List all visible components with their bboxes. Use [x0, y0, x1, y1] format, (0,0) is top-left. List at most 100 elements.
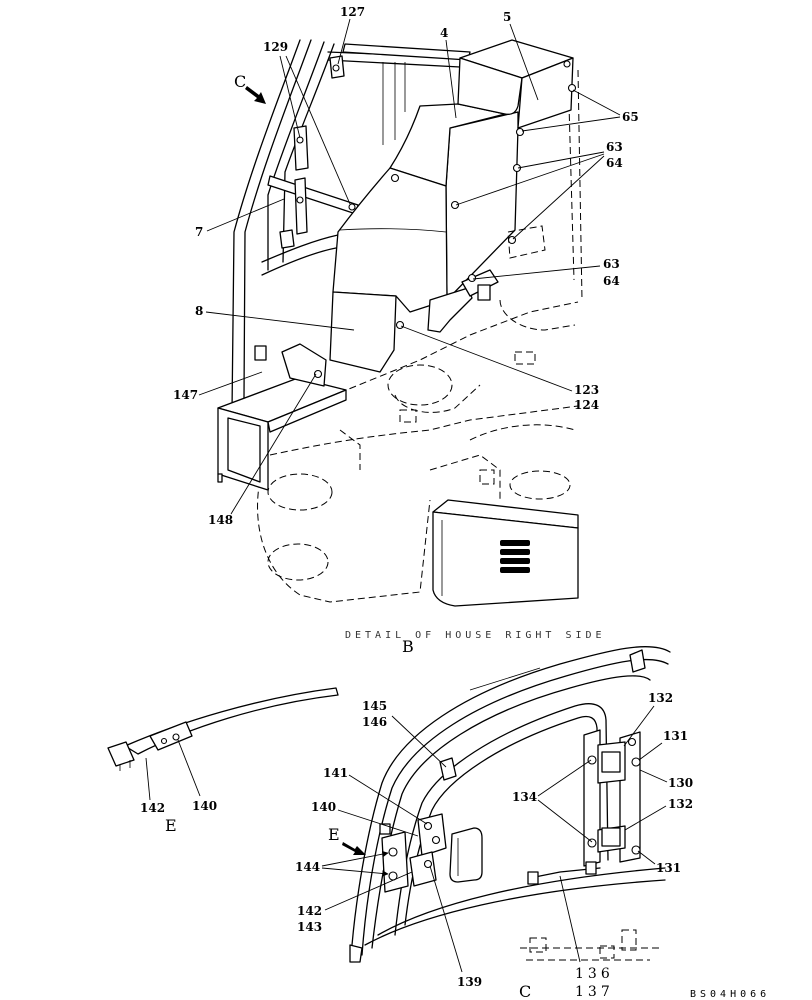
callout-63-upper: 63	[606, 140, 623, 154]
detail-e-assembly: 142 140 E	[107, 687, 339, 835]
duct-lower-block	[477, 284, 491, 301]
upper-leader-lines	[198, 18, 621, 515]
view-b-label: B	[402, 637, 414, 656]
bolt	[296, 196, 304, 204]
small-bracket	[254, 345, 267, 361]
upper-callouts: 127 129 4 5 C 65 63 64 7 63 64 8 147 123…	[173, 5, 639, 527]
bolt	[348, 203, 356, 211]
lower-leader-lines	[321, 705, 668, 973]
duct-upper-front-face	[389, 103, 506, 187]
roof-bar	[342, 43, 471, 61]
stay-bracket	[293, 125, 309, 171]
leader-139	[429, 865, 463, 973]
duct-cover-box	[457, 39, 574, 129]
stay-bracket	[294, 177, 308, 235]
leader-4	[445, 39, 457, 119]
callout-145: 145	[362, 699, 387, 713]
callout-123: 123	[574, 383, 599, 397]
window-sill	[261, 247, 337, 276]
callout-132-top: 132	[648, 691, 673, 705]
bolt	[467, 273, 477, 283]
bolt	[160, 737, 168, 745]
leader-127	[337, 18, 351, 65]
callout-131-bottom: 131	[656, 861, 681, 875]
leader-132-mid	[624, 805, 667, 831]
strip-bracket	[149, 721, 193, 751]
bolt	[431, 835, 441, 845]
vent-slot	[500, 540, 530, 546]
callout-5: 5	[503, 10, 511, 24]
leader-5	[509, 23, 539, 101]
callout-130: 130	[668, 776, 693, 790]
leader-7	[206, 198, 285, 232]
hidden-edge	[499, 299, 576, 331]
callout-64-lower: 64	[603, 274, 620, 288]
bolt	[512, 163, 522, 173]
leader-136-137	[559, 875, 581, 963]
bolt	[587, 755, 597, 765]
callout-4: 4	[440, 26, 448, 40]
callout-139: 139	[457, 975, 482, 989]
callout-147: 147	[173, 388, 198, 402]
callout-144: 144	[295, 860, 320, 874]
window-edge	[267, 41, 325, 271]
hose-and-hidden	[520, 861, 660, 961]
hidden-bearing	[387, 364, 453, 406]
bolt	[172, 733, 180, 741]
leader-63-64	[517, 151, 605, 169]
callout-140-main: 140	[311, 800, 336, 814]
hidden-edge	[339, 429, 361, 470]
box-and-bracket	[217, 343, 347, 491]
roof-rail	[327, 59, 461, 68]
latch-clip	[379, 823, 391, 835]
leader-147	[198, 371, 263, 396]
callout-137: 137	[575, 984, 614, 1000]
hinge-bar-left	[583, 729, 601, 867]
leader-131-bottom	[637, 850, 656, 865]
hose-clamp	[527, 871, 539, 885]
bolt	[388, 847, 398, 857]
stay-bracket	[279, 229, 295, 249]
duct-rear-mount	[507, 225, 546, 259]
leader-8	[205, 311, 355, 331]
counterweight-panel	[432, 499, 579, 607]
latch-bracket	[417, 813, 447, 857]
leader-131-top	[638, 742, 663, 761]
roof-lower-edge	[377, 867, 666, 936]
leader-140-main	[337, 809, 419, 837]
latch-housing	[449, 827, 483, 883]
hidden-mount	[479, 469, 495, 485]
box-foot	[217, 473, 223, 483]
callout-141: 141	[323, 766, 348, 780]
bolt	[423, 821, 433, 831]
door-hinges	[583, 729, 641, 867]
hidden-mount	[599, 945, 615, 959]
callout-146: 146	[362, 715, 387, 729]
cover-box-side-face	[517, 57, 574, 129]
leader-129	[285, 55, 351, 205]
leader-142-143	[324, 871, 413, 911]
duct-crease	[339, 228, 447, 233]
bolt	[631, 757, 641, 767]
view-e-arrow-label: E	[328, 825, 340, 844]
leader-65	[572, 89, 621, 116]
striker	[439, 757, 457, 781]
leader-132-top	[623, 705, 655, 747]
hidden-edge	[267, 301, 579, 423]
callout-142-detail: 142	[140, 801, 165, 815]
gutter	[469, 667, 541, 691]
callout-134: 134	[512, 790, 537, 804]
leader-123-124	[400, 325, 573, 392]
callout-127: 127	[340, 5, 365, 19]
callout-129: 129	[263, 40, 288, 54]
view-c-label: C	[519, 982, 531, 1000]
bolt	[631, 845, 641, 855]
callout-136: 136	[575, 966, 614, 982]
bolt	[313, 369, 323, 379]
rear-pillar-hidden	[577, 69, 583, 301]
view-c-arrow-icon	[245, 86, 266, 104]
leader-140-detail	[177, 739, 201, 797]
cross-bar	[267, 175, 359, 215]
leader-134	[537, 799, 593, 843]
leader-144	[321, 867, 389, 877]
